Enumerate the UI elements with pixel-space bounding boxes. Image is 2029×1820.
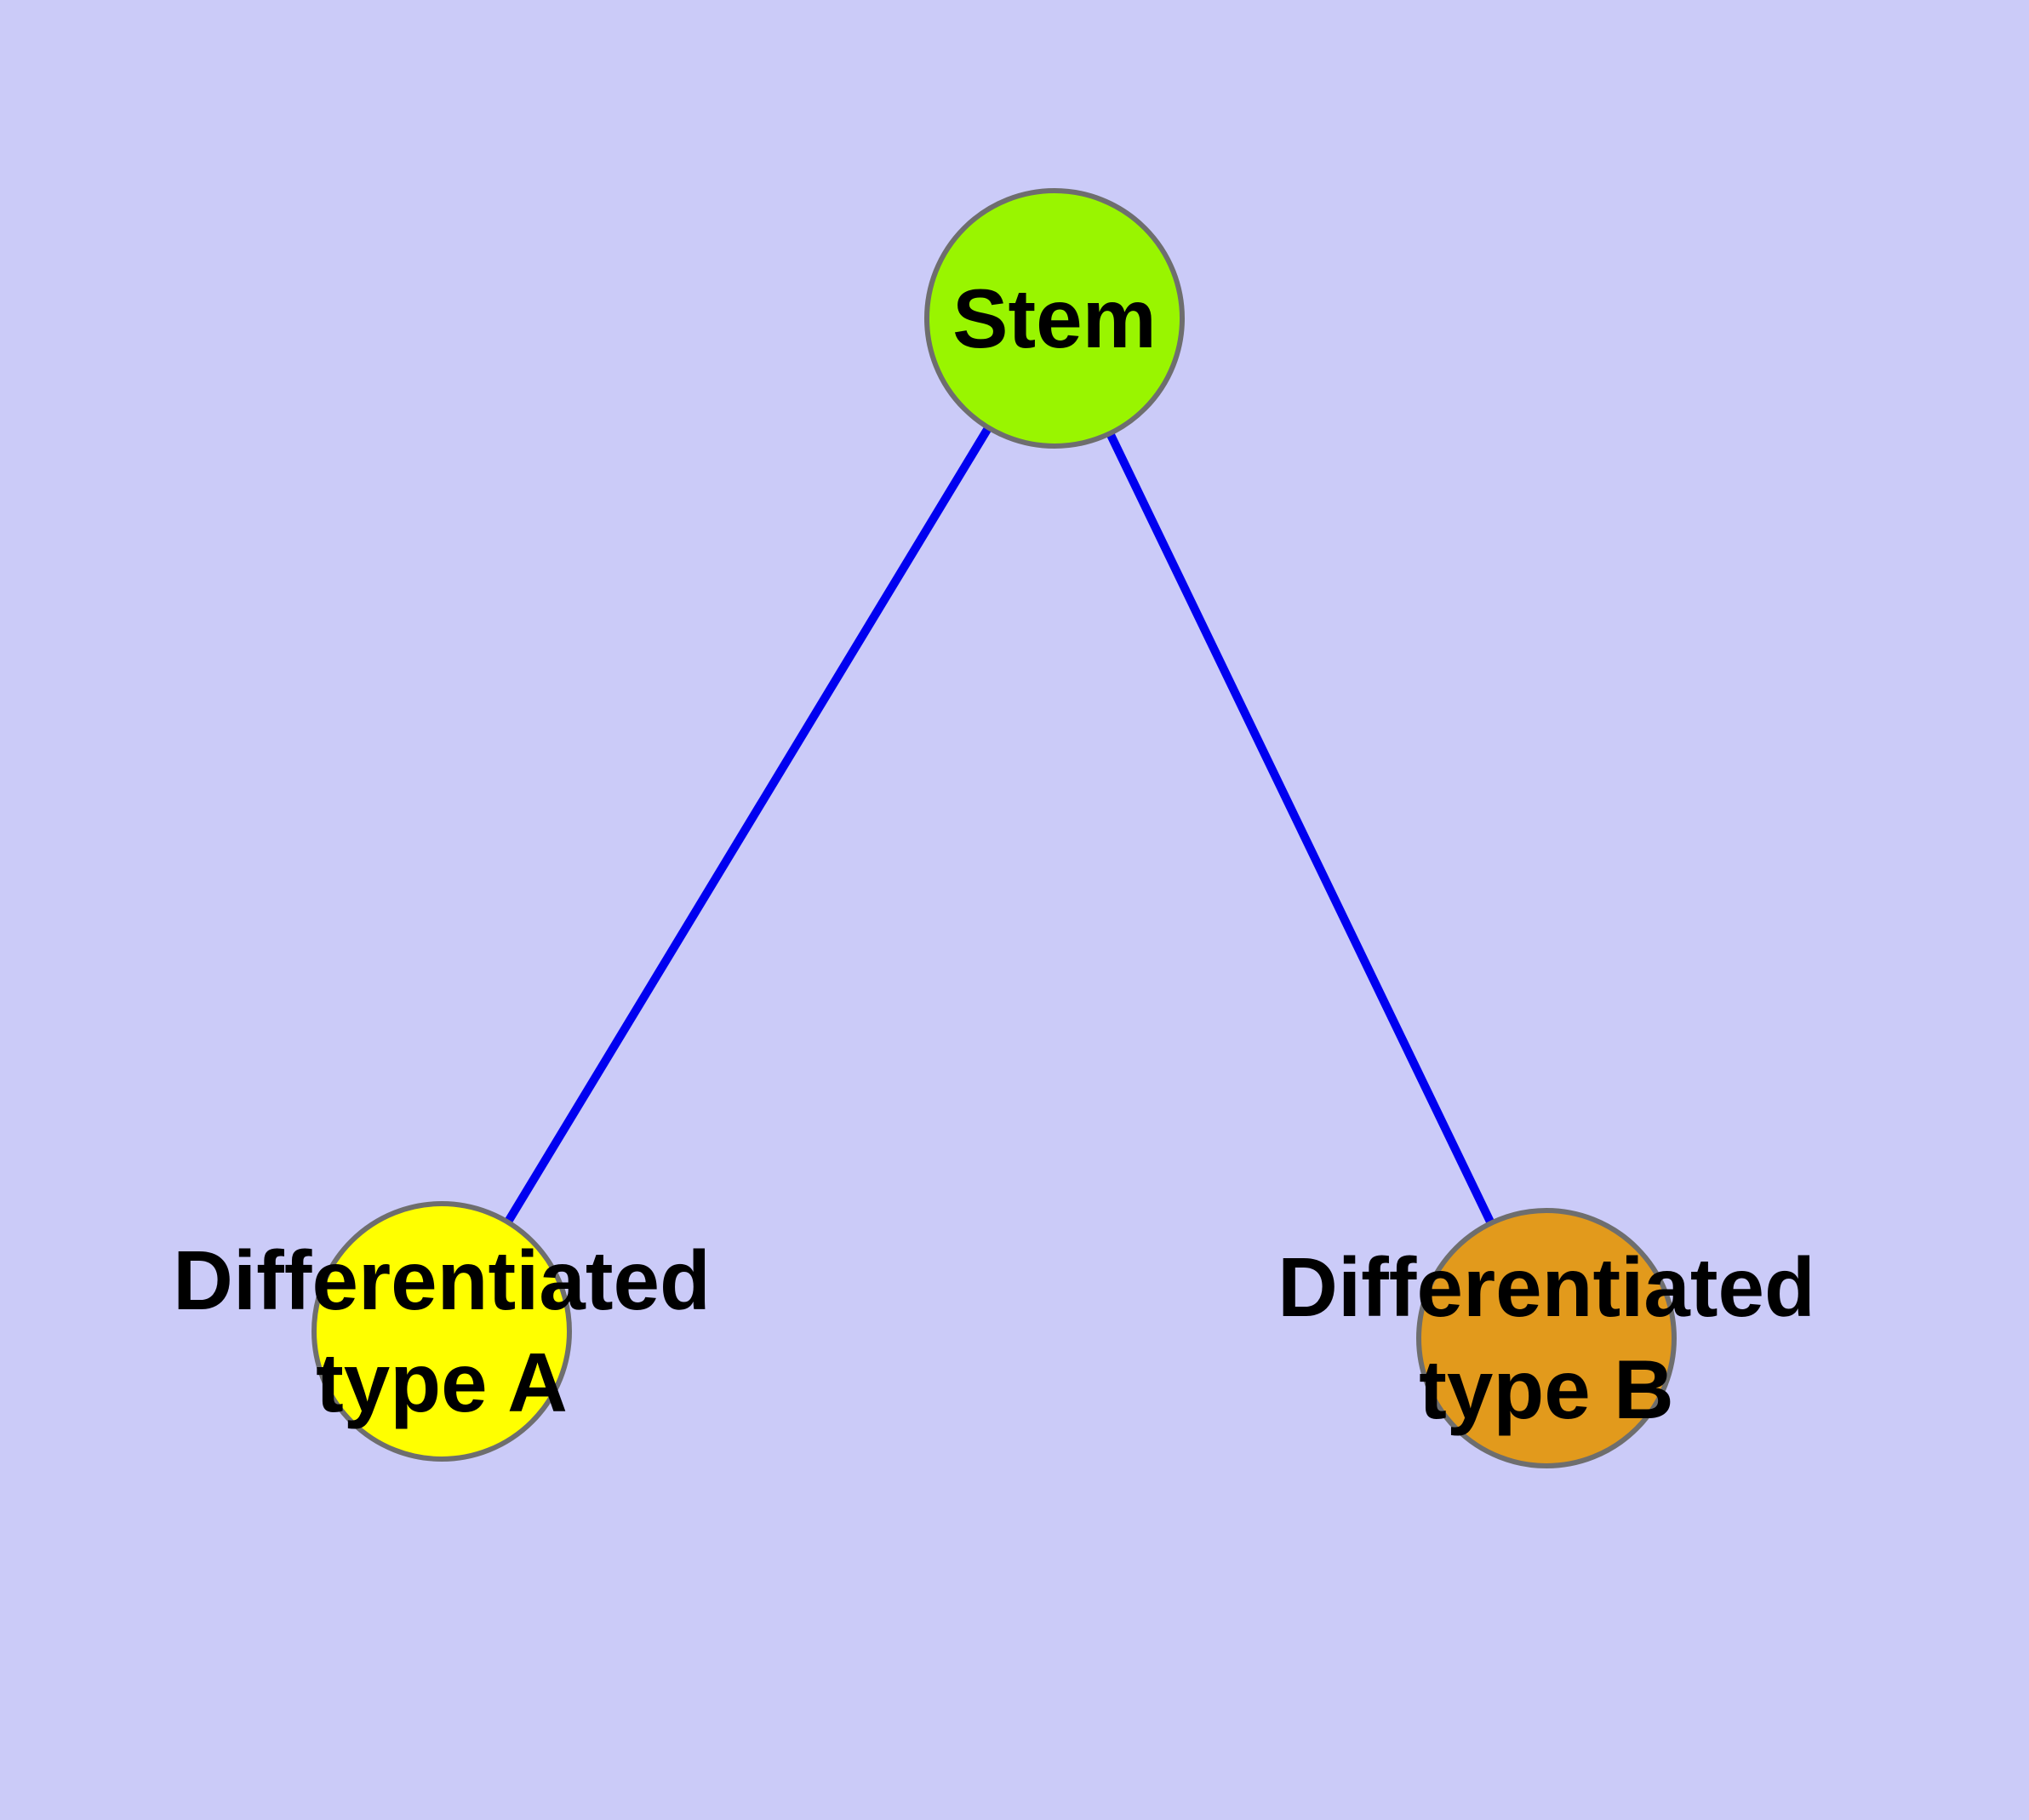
- node-type-b-label-line1: Differentiated: [1277, 1240, 1815, 1334]
- node-type-b: Differentiated type B: [1277, 1208, 1815, 1468]
- node-stem-label: Stem: [952, 272, 1157, 365]
- edge-stem-to-type-b: [1050, 316, 1551, 1341]
- edge-stem-to-type-a: [437, 316, 1059, 1334]
- node-type-b-circle: [1416, 1208, 1677, 1468]
- node-type-b-label-line2: type B: [1419, 1342, 1674, 1436]
- node-type-a-label-line2: type A: [316, 1336, 568, 1429]
- node-type-a-circle: [311, 1201, 572, 1462]
- node-type-a: Differentiated type A: [173, 1201, 711, 1462]
- node-stem: Stem: [924, 188, 1185, 449]
- node-stem-circle: [924, 188, 1185, 449]
- node-type-a-label-line1: Differentiated: [173, 1233, 711, 1327]
- edge-layer: [437, 316, 1551, 1341]
